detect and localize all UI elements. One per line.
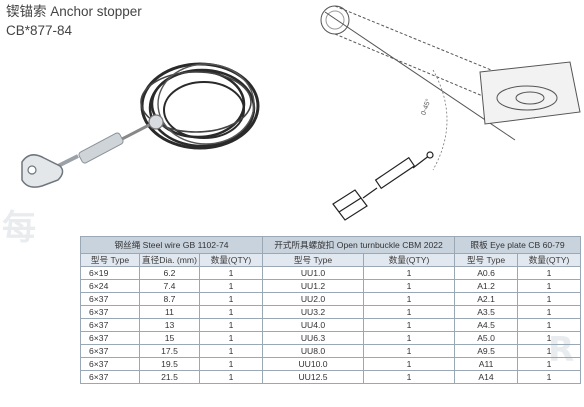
col-wire-qty: 数量(QTY) xyxy=(198,253,264,267)
cell-turnbuckle-type: UU4.0 xyxy=(262,318,365,332)
col-turnbuckle-qty: 数量(QTY) xyxy=(363,253,456,267)
cell-turnbuckle-type: UU1.0 xyxy=(262,266,365,280)
cell-wire-qty: 1 xyxy=(198,357,264,371)
cell-plate-type: A3.5 xyxy=(454,305,519,319)
cell-wire-type: 6×19 xyxy=(80,266,140,280)
cell-plate-type: A5.0 xyxy=(454,331,519,345)
cell-wire-dia: 15 xyxy=(139,331,200,345)
drawn-shackle xyxy=(332,189,368,221)
cell-wire-dia: 19.5 xyxy=(139,357,200,371)
watermark-glyph-left: 每 xyxy=(2,208,36,248)
cell-wire-qty: 1 xyxy=(198,344,264,358)
cell-wire-dia: 11 xyxy=(139,305,200,319)
title-standard: CB*877-84 xyxy=(6,23,73,38)
cell-plate-qty: 1 xyxy=(517,344,582,358)
table-row: 6×37 19.5 1 UU10.0 1 A11 1 xyxy=(80,357,582,371)
cell-wire-qty: 1 xyxy=(198,331,264,345)
cell-turnbuckle-type: UU6.3 xyxy=(262,331,365,345)
group-steel-wire: 钢丝绳 Steel wire GB 1102-74 xyxy=(79,236,264,254)
cell-wire-dia: 6.2 xyxy=(139,266,200,280)
cell-wire-qty: 1 xyxy=(198,318,264,332)
specification-table: 钢丝绳 Steel wire GB 1102-74 开式所具螺旋扣 Open t… xyxy=(79,236,582,384)
shackle xyxy=(21,154,64,188)
cell-wire-dia: 13 xyxy=(139,318,200,332)
cell-turnbuckle-type: UU3.2 xyxy=(262,305,365,319)
drawn-turnbuckle xyxy=(362,151,434,199)
cell-plate-qty: 1 xyxy=(517,292,582,306)
col-plate-type: 型号 Type xyxy=(454,253,519,267)
deck-plate xyxy=(479,61,581,125)
cell-plate-type: A9.5 xyxy=(454,344,519,358)
cell-wire-type: 6×37 xyxy=(80,344,140,358)
cell-wire-dia: 8.7 xyxy=(139,292,200,306)
title-name: 锲锚索 Anchor stopper xyxy=(6,4,142,19)
cell-plate-qty: 1 xyxy=(517,331,582,345)
cell-plate-qty: 1 xyxy=(517,357,582,371)
cell-turnbuckle-type: UU2.0 xyxy=(262,292,365,306)
cell-plate-type: A0.6 xyxy=(454,266,519,280)
anchor-stopper-photo xyxy=(21,62,260,188)
cell-turnbuckle-qty: 1 xyxy=(363,331,456,345)
cell-plate-qty: 1 xyxy=(517,318,582,332)
cell-wire-dia: 17.5 xyxy=(139,344,200,358)
cell-turnbuckle-qty: 1 xyxy=(363,370,456,384)
cell-plate-qty: 1 xyxy=(517,279,582,293)
cell-wire-qty: 1 xyxy=(198,305,264,319)
turnbuckle xyxy=(57,114,164,168)
table-row: 6×24 7.4 1 UU1.2 1 A1.2 1 xyxy=(80,279,582,293)
group-open-turnbuckle: 开式所具螺旋扣 Open turnbuckle CBM 2022 xyxy=(262,236,456,254)
cell-plate-qty: 1 xyxy=(517,370,582,384)
cell-plate-type: A11 xyxy=(454,357,519,371)
wire-rope-coil xyxy=(140,62,260,150)
table-row: 6×37 8.7 1 UU2.0 1 A2.1 1 xyxy=(80,292,582,306)
cell-wire-type: 6×37 xyxy=(80,370,140,384)
cell-plate-qty: 1 xyxy=(517,305,582,319)
cell-turnbuckle-type: UU12.5 xyxy=(262,370,365,384)
page-title: 锲锚索 Anchor stopper CB*877-84 xyxy=(6,2,142,40)
cell-wire-qty: 1 xyxy=(198,292,264,306)
cell-plate-qty: 1 xyxy=(517,266,582,280)
table-row: 6×37 21.5 1 UU12.5 1 A14 1 xyxy=(80,370,582,384)
cell-turnbuckle-type: UU1.2 xyxy=(262,279,365,293)
table-row: 6×37 17.5 1 UU8.0 1 A9.5 1 xyxy=(80,344,582,358)
cell-plate-type: A14 xyxy=(454,370,519,384)
cell-plate-type: A4.5 xyxy=(454,318,519,332)
cell-wire-type: 6×37 xyxy=(80,357,140,371)
table-row: 6×37 11 1 UU3.2 1 A3.5 1 xyxy=(80,305,582,319)
group-eye-plate: 眼板 Eye plate CB 60-79 xyxy=(454,236,582,254)
cell-wire-dia: 21.5 xyxy=(139,370,200,384)
col-plate-qty: 数量(QTY) xyxy=(517,253,582,267)
cell-wire-dia: 7.4 xyxy=(139,279,200,293)
cell-wire-type: 6×37 xyxy=(80,305,140,319)
cell-turnbuckle-type: UU10.0 xyxy=(262,357,365,371)
installation-drawing: 0-45° xyxy=(320,5,581,221)
cell-wire-type: 6×37 xyxy=(80,318,140,332)
cell-wire-type: 6×24 xyxy=(80,279,140,293)
col-turnbuckle-type: 型号 Type xyxy=(262,253,365,267)
table-group-header: 钢丝绳 Steel wire GB 1102-74 开式所具螺旋扣 Open t… xyxy=(79,236,582,254)
cell-wire-qty: 1 xyxy=(198,279,264,293)
cell-turnbuckle-qty: 1 xyxy=(363,318,456,332)
angle-label: 0-45° xyxy=(419,98,432,117)
cell-turnbuckle-qty: 1 xyxy=(363,292,456,306)
table-row: 6×37 13 1 UU4.0 1 A4.5 1 xyxy=(80,318,582,332)
cell-turnbuckle-qty: 1 xyxy=(363,279,456,293)
cell-turnbuckle-qty: 1 xyxy=(363,357,456,371)
cell-wire-qty: 1 xyxy=(198,266,264,280)
cell-wire-type: 6×37 xyxy=(80,331,140,345)
cell-turnbuckle-qty: 1 xyxy=(363,266,456,280)
col-wire-dia: 直径Dia. (mm) xyxy=(139,253,200,267)
cell-plate-type: A1.2 xyxy=(454,279,519,293)
table-column-header: 型号 Type 直径Dia. (mm) 数量(QTY) 型号 Type 数量(Q… xyxy=(80,253,582,267)
cell-wire-qty: 1 xyxy=(198,370,264,384)
cell-turnbuckle-qty: 1 xyxy=(363,305,456,319)
cell-turnbuckle-type: UU8.0 xyxy=(262,344,365,358)
cell-wire-type: 6×37 xyxy=(80,292,140,306)
col-wire-type: 型号 Type xyxy=(80,253,140,267)
table-row: 6×37 15 1 UU6.3 1 A5.0 1 xyxy=(80,331,582,345)
cell-turnbuckle-qty: 1 xyxy=(363,344,456,358)
table-row: 6×19 6.2 1 UU1.0 1 A0.6 1 xyxy=(80,266,582,280)
cell-plate-type: A2.1 xyxy=(454,292,519,306)
